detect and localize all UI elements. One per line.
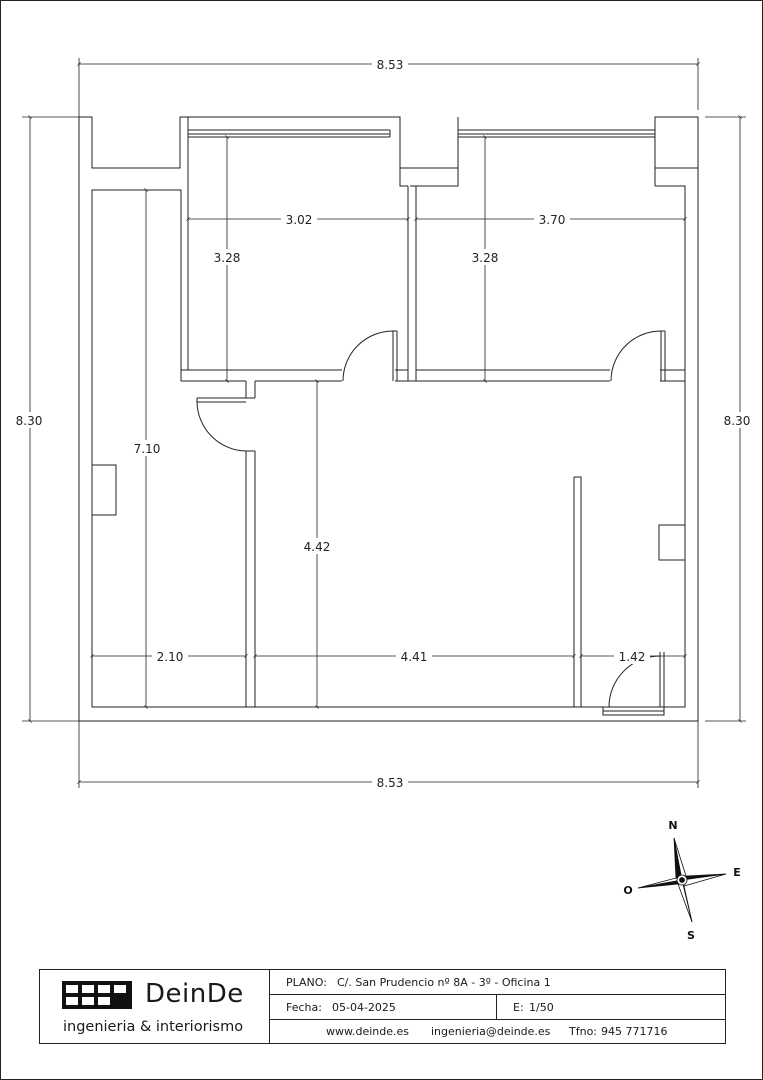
door-corridor xyxy=(196,397,247,452)
compass-east: E xyxy=(733,866,741,879)
contact-row: www.deinde.es ingenieria@deinde.es Tfno:… xyxy=(270,1020,726,1043)
logo-cell: DeinDe ingenieria & interiorismo xyxy=(40,970,270,1043)
escala-value: 1/50 xyxy=(529,1001,554,1014)
door-room1 xyxy=(342,330,398,382)
compass-west: O xyxy=(623,884,632,897)
room1-walls xyxy=(181,117,409,382)
company-tagline: ingenieria & interiorismo xyxy=(63,1019,244,1035)
phone-value: 945 771716 xyxy=(601,1025,668,1038)
partition-wall xyxy=(573,476,582,707)
window-room1 xyxy=(187,129,391,138)
column-right xyxy=(658,524,685,561)
floor-plan: 8.53 8.53 8.30 8.30 3.02 3.70 3.28 3.28 … xyxy=(12,56,755,942)
plano-address: C/. San Prudencio nº 8A - 3º - Oficina 1 xyxy=(337,976,551,989)
plano-row: PLANO: C/. San Prudencio nº 8A - 3º - Of… xyxy=(270,970,726,995)
compass-south: S xyxy=(687,929,695,942)
walls xyxy=(78,116,699,722)
website-link[interactable]: www.deinde.es xyxy=(326,1025,409,1038)
company-logo-icon xyxy=(62,981,132,1009)
compass-rose: N E S O xyxy=(623,819,740,942)
phone-label: Tfno: xyxy=(569,1025,597,1038)
dim-overall-height-right: 8.30 xyxy=(724,414,751,428)
dim-overall-width-bottom: 8.53 xyxy=(377,776,404,790)
dim-bottom-left: 2.10 xyxy=(157,650,184,664)
upper-right-recess xyxy=(654,117,698,169)
dim-overall-height-left: 8.30 xyxy=(16,414,43,428)
dim-room1-width: 3.02 xyxy=(286,213,313,227)
dim-corridor-length: 7.10 xyxy=(134,442,161,456)
company-name: DeinDe xyxy=(145,979,244,1009)
cell-divider xyxy=(496,995,497,1019)
fecha-label: Fecha: xyxy=(286,1001,322,1014)
email-link[interactable]: ingenieria@deinde.es xyxy=(431,1025,551,1038)
compass-star-icon xyxy=(637,837,727,923)
compass-north: N xyxy=(668,819,677,832)
dim-room2-width: 3.70 xyxy=(539,213,566,227)
corridor-wall xyxy=(245,381,256,707)
fecha-row: Fecha: 05-04-2025 E: 1/50 xyxy=(270,995,726,1020)
dim-overall-width-top: 8.53 xyxy=(377,58,404,72)
outer-wall xyxy=(79,116,188,169)
dim-bottom-middle: 4.41 xyxy=(401,650,428,664)
escala-label: E: xyxy=(513,1001,524,1014)
fecha-value: 05-04-2025 xyxy=(332,1001,396,1014)
room2-walls xyxy=(408,186,685,382)
entrance-threshold xyxy=(602,707,665,716)
plano-label: PLANO: xyxy=(286,976,327,989)
title-block: DeinDe ingenieria & interiorismo PLANO: … xyxy=(39,969,726,1044)
dimension-labels: 8.53 8.53 8.30 8.30 3.02 3.70 3.28 3.28 … xyxy=(12,56,755,790)
outer-wall-outline xyxy=(78,116,699,722)
door-room2 xyxy=(610,330,666,382)
outer-wall-inner xyxy=(91,117,686,708)
dim-room1-depth: 3.28 xyxy=(214,251,241,265)
dim-central-depth: 4.42 xyxy=(304,540,331,554)
dim-bottom-right: 1.42 xyxy=(619,650,646,664)
dim-room2-depth: 3.28 xyxy=(472,251,499,265)
window-room2 xyxy=(457,129,656,138)
